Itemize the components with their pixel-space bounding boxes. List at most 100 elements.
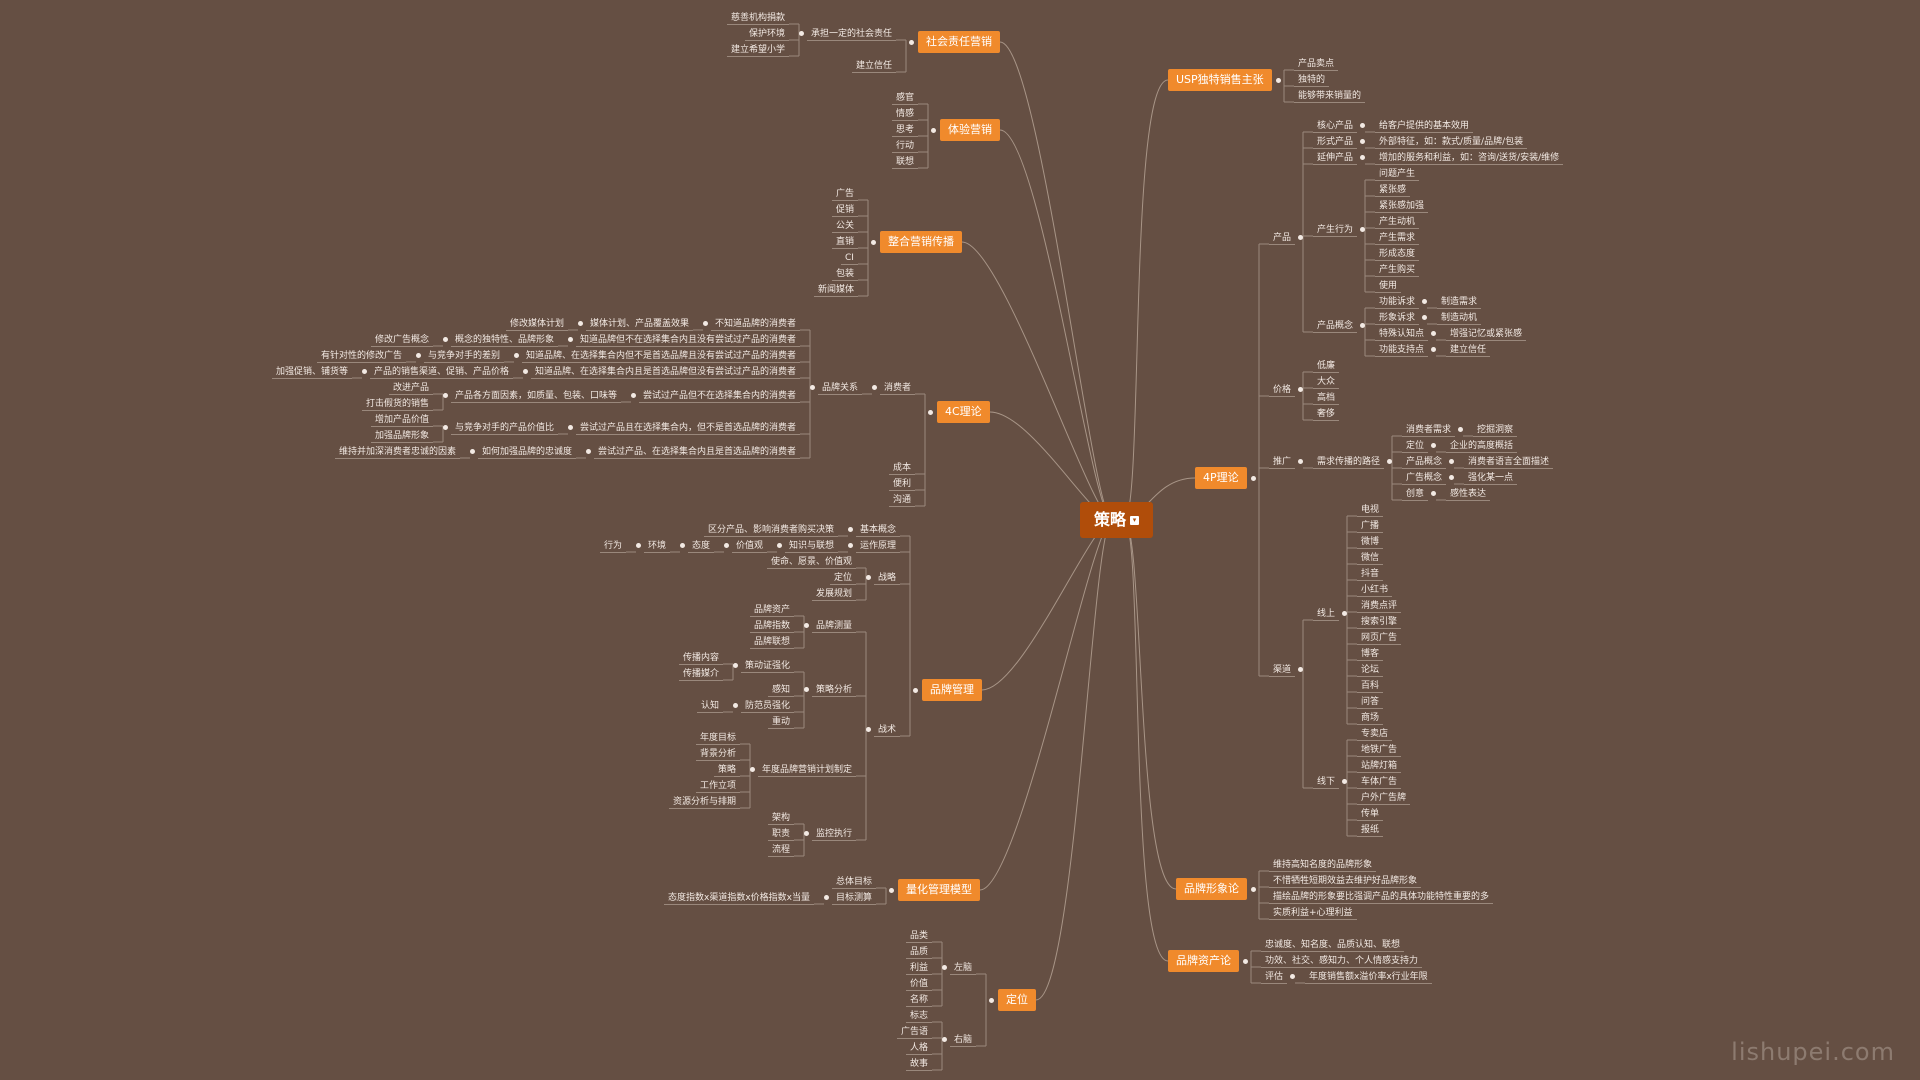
expand-dot-icon[interactable] [871,240,876,245]
mindmap-node[interactable]: CI [841,251,858,265]
mindmap-node[interactable]: 使用 [1375,279,1401,293]
mindmap-node[interactable]: 报纸 [1357,823,1383,837]
mindmap-node[interactable]: 态度 [680,539,714,553]
expand-dot-icon[interactable] [909,40,914,45]
mindmap-node[interactable]: 加强促销、铺货等 [272,365,352,379]
mindmap-node[interactable]: 独特的 [1294,73,1329,87]
expand-dot-icon[interactable] [1290,974,1295,979]
mindmap-node[interactable]: 维持高知名度的品牌形象 [1269,858,1376,872]
expand-dot-icon[interactable] [568,425,573,430]
mindmap-node[interactable]: 目标测算 [824,891,876,905]
mindmap-node[interactable]: 战略 [866,571,900,585]
mindmap-node[interactable]: 评估 [1261,970,1295,984]
mindmap-node[interactable]: 产品概念 [1313,319,1365,333]
mindmap-node[interactable]: 不知道品牌的消费者 [703,317,800,331]
expand-dot-icon[interactable] [1422,315,1427,320]
mindmap-node[interactable]: 忠诚度、知名度、品质认知、联想 [1261,938,1404,952]
mindmap-node[interactable]: 工作立项 [696,779,740,793]
mindmap-node[interactable]: 企业的高度概括 [1446,439,1517,453]
mindmap-node[interactable]: 尝试过产品、在选择集合内且是首选品牌的消费者 [586,445,800,459]
mindmap-node[interactable]: 形成态度 [1375,247,1419,261]
mindmap-node[interactable]: 紧张感加强 [1375,199,1428,213]
mindmap-node[interactable]: 行动 [892,139,918,153]
mindmap-node[interactable]: 产生购买 [1375,263,1419,277]
mindmap-node[interactable]: 修改媒体计划 [506,317,568,331]
expand-dot-icon[interactable] [1298,235,1303,240]
mindmap-node[interactable]: 实质利益+心理利益 [1269,906,1357,920]
mindmap-node[interactable]: 产品 [1269,231,1303,245]
mindmap-node[interactable]: 建立希望小学 [727,43,789,57]
mindmap-node[interactable]: 品牌联想 [750,635,794,649]
mindmap-node[interactable]: 建立信任 [1446,343,1490,357]
root-node[interactable]: 策略▾ [1080,502,1154,538]
mindmap-node[interactable]: 区分产品、影响消费者购买决策 [704,523,838,537]
expand-dot-icon[interactable] [443,425,448,430]
mindmap-node[interactable]: 承担一定的社会责任 [799,27,896,41]
mindmap-node[interactable]: 尝试过产品但不在选择集合内的消费者 [631,389,800,403]
mindmap-node[interactable]: 功能支持点 [1375,343,1436,357]
expand-dot-icon[interactable] [866,727,871,732]
mindmap-node[interactable]: 能够带来销量的 [1294,89,1365,103]
mindmap-node[interactable]: 产品卖点 [1294,57,1338,71]
mindmap-node[interactable]: 环境 [636,539,670,553]
mindmap-node[interactable]: 产生动机 [1375,215,1419,229]
mindmap-node[interactable]: 消费者 [872,381,915,395]
mindmap-node[interactable]: 搜索引擎 [1357,615,1401,629]
mindmap-node[interactable]: 名称 [906,993,932,1007]
expand-dot-icon[interactable] [1342,611,1347,616]
mindmap-node[interactable]: 功效、社交、感知力、个人情感支持力 [1261,954,1422,968]
mindmap-node[interactable]: 价值观 [724,539,767,553]
expand-dot-icon[interactable] [1276,78,1281,83]
mindmap-node[interactable]: 网页广告 [1357,631,1401,645]
mindmap-node[interactable]: 品牌指数 [750,619,794,633]
mindmap-node[interactable]: 公关 [832,219,858,233]
mindmap-node[interactable]: 品质 [906,945,932,959]
mindmap-node[interactable]: 知道品牌、在选择集合内且是首选品牌但没有尝试过产品的消费者 [523,365,800,379]
mindmap-node[interactable]: 增强记忆或紧张感 [1446,327,1526,341]
mindmap-node[interactable]: 传播媒介 [679,667,723,681]
mindmap-node[interactable]: 右脑 [942,1033,976,1047]
expand-dot-icon[interactable] [1431,347,1436,352]
expand-dot-icon[interactable] [1360,323,1365,328]
expand-dot-icon[interactable] [636,543,641,548]
mindmap-node[interactable]: 便利 [889,477,915,491]
mindmap-node[interactable]: 基本概念 [848,523,900,537]
mindmap-node[interactable]: 行为 [600,539,626,553]
mindmap-node[interactable]: 传播内容 [679,651,723,665]
mindmap-node[interactable]: 强化某一点 [1464,471,1517,485]
mindmap-node[interactable]: 慈善机构捐款 [727,11,789,25]
mindmap-node[interactable]: 直销 [832,235,858,249]
mindmap-node[interactable]: 小红书 [1357,583,1392,597]
mindmap-node[interactable]: 使命、愿景、价值观 [767,555,856,569]
mindmap-node[interactable]: 包装 [832,267,858,281]
mindmap-node[interactable]: 改进产品 [389,381,433,395]
mindmap-node[interactable]: 博客 [1357,647,1383,661]
expand-dot-icon[interactable] [514,353,519,358]
mindmap-node[interactable]: 线上 [1313,607,1347,621]
mindmap-node[interactable]: 故事 [906,1057,932,1071]
expand-dot-icon[interactable] [1422,299,1427,304]
branch-9[interactable]: 4P理论 [1195,467,1247,489]
mindmap-node[interactable]: 年度品牌营销计划制定 [750,763,856,777]
mindmap-node[interactable]: 定位 [830,571,856,585]
mindmap-node[interactable]: 维持并加深消费者忠诚的因素 [335,445,460,459]
expand-dot-icon[interactable] [824,895,829,900]
expand-dot-icon[interactable] [931,128,936,133]
mindmap-node[interactable]: 抖音 [1357,567,1383,581]
mindmap-node[interactable]: 品类 [906,929,932,943]
mindmap-node[interactable]: 保护环境 [745,27,789,41]
expand-dot-icon[interactable] [1458,427,1463,432]
mindmap-node[interactable]: 价值 [906,977,932,991]
expand-dot-icon[interactable] [733,703,738,708]
mindmap-node[interactable]: 左脑 [942,961,976,975]
mindmap-node[interactable]: 知道品牌、在选择集合内但不是首选品牌且没有尝试过产品的消费者 [514,349,800,363]
mindmap-node[interactable]: 加强品牌形象 [371,429,433,443]
expand-dot-icon[interactable] [750,767,755,772]
expand-dot-icon[interactable] [799,31,804,36]
expand-dot-icon[interactable] [1360,227,1365,232]
mindmap-node[interactable]: 核心产品 [1313,119,1365,133]
mindmap-node[interactable]: 与竞争对手的差别 [416,349,504,363]
mindmap-node[interactable]: 与竞争对手的产品价值比 [443,421,558,435]
expand-dot-icon[interactable] [1449,475,1454,480]
expand-dot-icon[interactable] [1243,959,1248,964]
